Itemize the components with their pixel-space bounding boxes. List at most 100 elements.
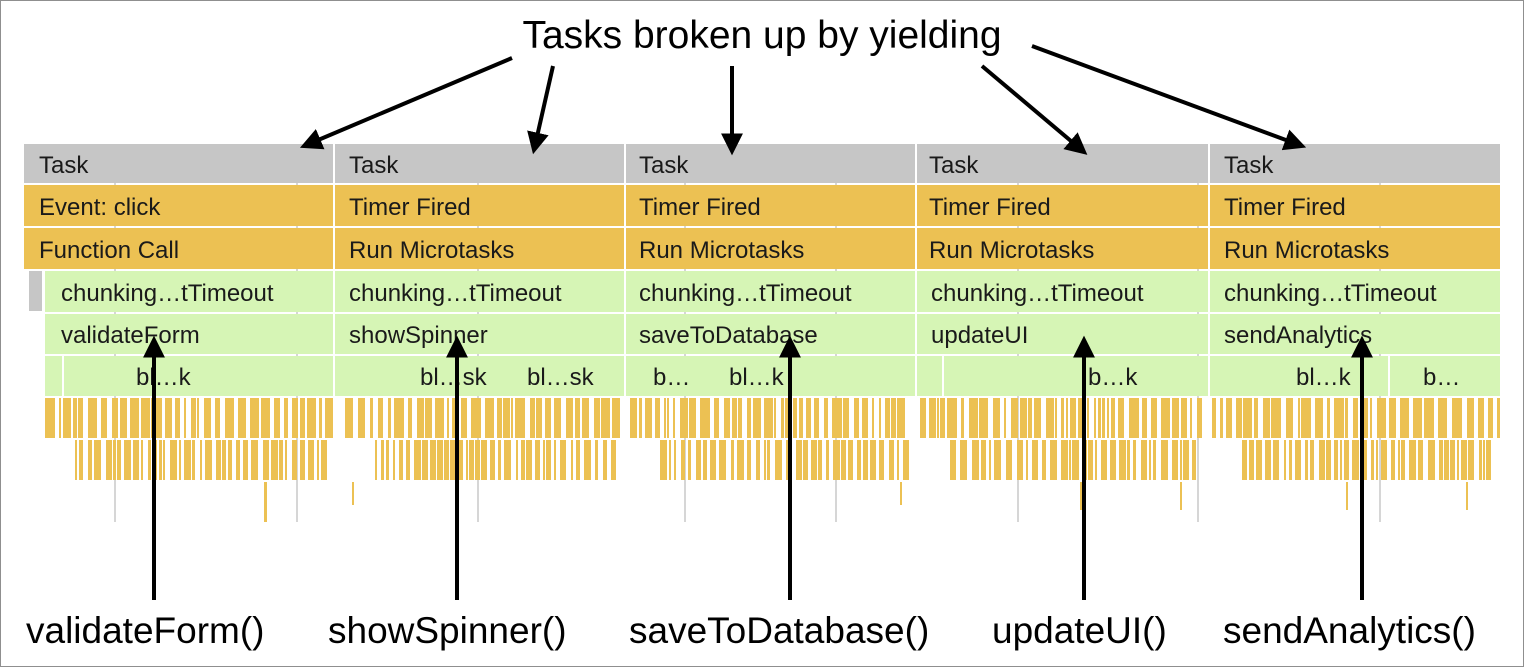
event-bar xyxy=(386,440,389,480)
event-bar xyxy=(612,398,620,438)
event-bar xyxy=(989,440,991,480)
event-bar xyxy=(571,440,573,480)
event-bar xyxy=(1273,440,1279,480)
event-bar xyxy=(498,440,501,480)
event-bar xyxy=(184,440,191,480)
event-bar xyxy=(1020,398,1027,438)
event-bar xyxy=(394,398,404,438)
call-label: Function Call xyxy=(39,237,179,264)
event-bar xyxy=(1061,440,1068,480)
event-bar xyxy=(1344,440,1349,480)
event-bar xyxy=(271,440,278,480)
event-bar xyxy=(841,440,846,480)
event-block xyxy=(335,185,624,226)
event-bar xyxy=(710,440,716,480)
event-bar xyxy=(179,440,181,480)
event-bar xyxy=(806,398,811,438)
subtask-label: bl…sk xyxy=(420,364,488,391)
event-bar xyxy=(1263,398,1270,438)
event-bar xyxy=(1119,440,1126,480)
event-bar xyxy=(1413,398,1422,438)
function-block xyxy=(917,314,1208,354)
event-bar xyxy=(753,398,761,438)
event-bar xyxy=(300,398,305,438)
event-bar xyxy=(225,398,234,438)
function-label: sendAnalytics xyxy=(1224,322,1372,349)
event-bar xyxy=(406,440,410,480)
event-bar xyxy=(1110,440,1116,480)
event-bar xyxy=(1046,398,1054,438)
event-bar xyxy=(370,398,373,438)
task-label: Task xyxy=(1224,152,1274,179)
event-bar xyxy=(375,440,377,480)
event-bar xyxy=(1461,440,1467,480)
event-bar xyxy=(543,440,545,480)
event-bar xyxy=(1497,398,1500,438)
task-label: Task xyxy=(39,152,89,179)
event-bar xyxy=(1401,440,1405,480)
event-bar xyxy=(112,398,118,438)
event-bar xyxy=(165,398,172,438)
event-bar xyxy=(674,440,676,480)
event-bar xyxy=(466,440,468,480)
task-block xyxy=(24,144,333,183)
event-bar xyxy=(767,440,770,480)
call-label: Run Microtasks xyxy=(639,237,804,264)
event-bar xyxy=(601,398,610,438)
event-bar xyxy=(1391,440,1395,480)
event-bar xyxy=(88,440,92,480)
event-bar xyxy=(516,440,518,480)
event-bar xyxy=(170,440,177,480)
call-label: Run Microtasks xyxy=(349,237,514,264)
event-bar xyxy=(897,440,899,480)
subtask-label: b… xyxy=(1423,364,1460,391)
event-bar xyxy=(814,398,819,438)
event-bar xyxy=(732,398,737,438)
event-bar xyxy=(961,398,964,438)
event-bar xyxy=(560,440,566,480)
event-bar xyxy=(1483,440,1485,480)
event-bar xyxy=(425,398,432,438)
event-bar xyxy=(205,440,212,480)
event-bar xyxy=(197,398,199,438)
event-bar xyxy=(848,440,853,480)
event-bar xyxy=(818,440,822,480)
event-bar xyxy=(920,398,926,438)
event-bar xyxy=(1118,398,1124,438)
event-bar xyxy=(655,398,660,438)
event-bar xyxy=(1098,398,1101,438)
event-bar xyxy=(1488,398,1493,438)
event-bar xyxy=(358,398,365,438)
diagram-title-text: Tasks broken up by yielding xyxy=(522,14,1002,57)
task-label: Task xyxy=(349,152,399,179)
event-bar xyxy=(1334,398,1344,438)
event-bar xyxy=(673,398,675,438)
event-bar xyxy=(1326,440,1331,480)
event-bar xyxy=(175,398,180,438)
event-bar xyxy=(461,398,467,438)
event-bar xyxy=(1078,398,1084,438)
event-bar xyxy=(1243,398,1252,438)
event-bar xyxy=(101,398,107,438)
event-bar xyxy=(947,398,957,438)
event-bar xyxy=(1180,440,1182,480)
event-bar xyxy=(1265,440,1271,480)
event-bar xyxy=(536,398,542,438)
event-bar xyxy=(1149,440,1151,480)
event-bar xyxy=(1236,398,1242,438)
event-bar xyxy=(485,398,494,438)
event-bar xyxy=(1381,440,1387,480)
event-bar xyxy=(156,398,162,438)
event-bar xyxy=(703,440,707,480)
event-bar xyxy=(1183,440,1189,480)
event-bar xyxy=(994,440,1001,480)
event-bar xyxy=(511,398,513,438)
event-bar xyxy=(133,440,139,480)
event-bar xyxy=(719,440,726,480)
function-block xyxy=(335,314,624,354)
event-bar xyxy=(1289,440,1292,480)
event-bar xyxy=(422,440,428,480)
event-bar xyxy=(417,398,424,438)
event-bar xyxy=(546,440,551,480)
